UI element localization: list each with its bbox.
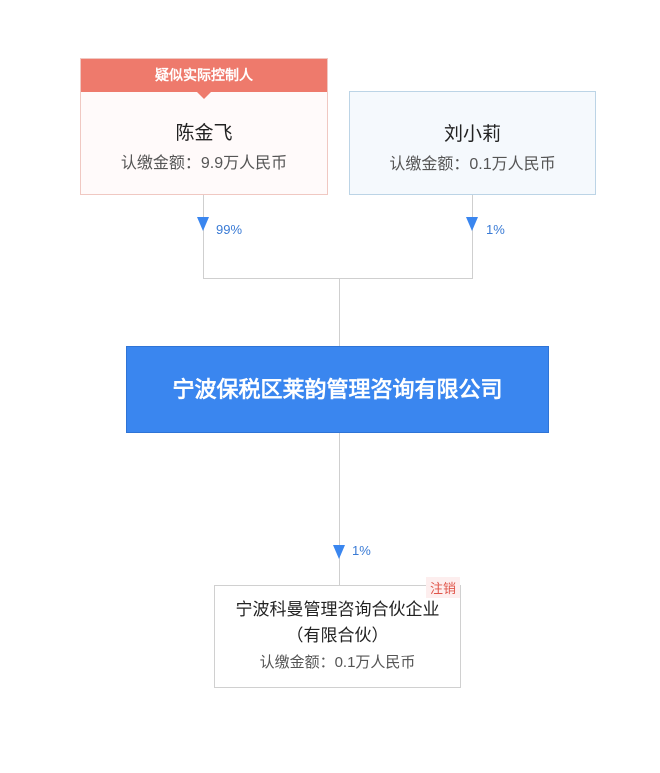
tag-pointer-icon [197,92,211,99]
shareholder-amount: 认缴金额：0.1万人民币 [389,156,556,173]
company-node[interactable]: 宁波保税区莱韵管理咨询有限公司 [126,346,549,433]
arrow-down-icon [197,217,209,231]
shareholder-name[interactable]: 刘小莉 [443,124,501,145]
investment-amount: 认缴金额：0.1万人民币 [259,654,416,671]
investment-name[interactable]: 宁波科曼管理咨询合伙企业（有限合伙） [235,600,440,645]
share-percent: 99% [216,222,243,237]
shareholder-card[interactable]: 刘小莉 认缴金额：0.1万人民币 [349,91,596,195]
investment-card[interactable]: 注销 宁波科曼管理咨询合伙企业（有限合伙） 认缴金额：0.1万人民币 [214,577,461,688]
arrow-down-icon [333,545,345,559]
shareholder-card-controller[interactable]: 疑似实际控制人 陈金飞 认缴金额：9.9万人民币 [80,58,328,195]
connector-down [339,433,340,585]
controller-tag: 疑似实际控制人 [81,59,327,92]
shareholder-amount: 认缴金额：9.9万人民币 [120,155,288,172]
shareholder-name[interactable]: 陈金飞 [175,123,233,144]
connector-center [339,278,340,346]
share-percent: 1% [486,222,505,237]
status-badge: 注销 [425,577,460,598]
connector-horizontal [203,278,473,279]
arrow-down-icon [466,217,478,231]
investment-percent: 1% [352,543,371,558]
connector-right [472,195,473,279]
connector-left [203,195,204,279]
